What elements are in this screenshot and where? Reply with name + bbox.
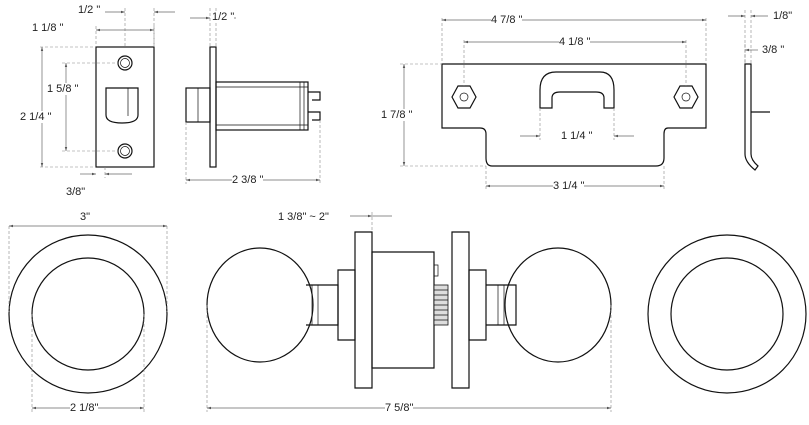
latch-faceplate-front-view xyxy=(95,46,155,168)
dim-strike-opening-width: 1 1/4 " xyxy=(561,130,593,142)
strike-plate-dimensions xyxy=(400,18,707,190)
dim-rose-diameter: 3" xyxy=(80,211,91,223)
strike-side-view xyxy=(744,63,770,171)
dim-overall-length: 7 5/8" xyxy=(385,402,414,414)
dim-strike-hole-spacing: 4 1/8 " xyxy=(559,36,591,48)
strike-side-dimensions xyxy=(728,10,768,64)
knob-assembly-side-view xyxy=(206,231,612,389)
dim-latch-side-flange: 1/2 " xyxy=(212,11,235,23)
latch-faceplate-dimensions xyxy=(40,8,175,178)
dim-knob-diameter: 2 1/8" xyxy=(70,402,99,414)
dim-strike-lip-width: 3 1/4 " xyxy=(553,180,585,192)
dim-strike-width: 4 7/8 " xyxy=(491,14,523,26)
left-rose-front-view xyxy=(8,234,168,394)
latch-side-view xyxy=(185,46,321,168)
dim-strike-lip-depth: 3/8 " xyxy=(762,44,785,56)
dim-door-thickness-range: 1 3/8" ~ 2" xyxy=(278,211,329,223)
dim-strike-thickness: 1/8" xyxy=(773,10,793,22)
dim-latch-length: 2 3/8 " xyxy=(232,174,264,186)
strike-plate-front-view xyxy=(441,63,707,167)
right-rose-front-view xyxy=(647,234,807,394)
dim-strike-height: 1 7/8 " xyxy=(381,109,413,121)
dim-latch-edge-offset: 3/8" xyxy=(66,186,86,198)
dim-latch-faceplate-height: 2 1/4 " xyxy=(20,111,52,123)
dim-latch-hole-spacing: 1 5/8 " xyxy=(47,83,79,95)
dim-latch-faceplate-width: 1 1/8 " xyxy=(32,22,64,34)
dim-latch-backset-depth: 1/2 " xyxy=(78,4,101,16)
knob-assembly-dimensions xyxy=(206,212,612,412)
